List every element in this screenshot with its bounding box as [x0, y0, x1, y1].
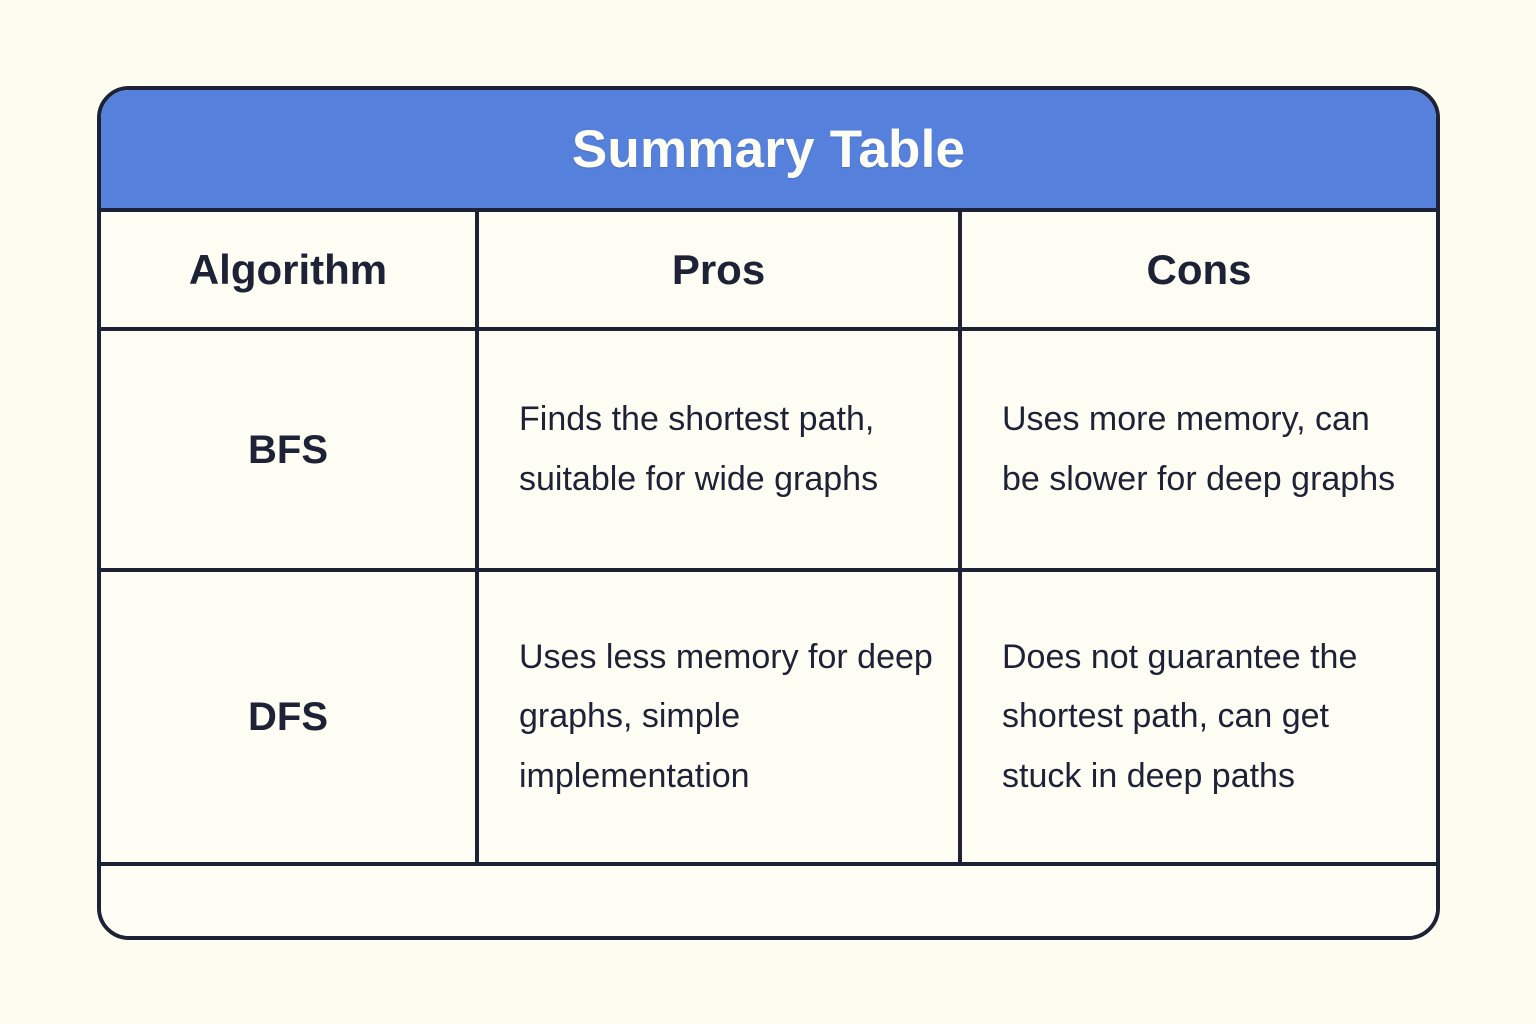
table-header-cell-cons: Cons: [958, 212, 1436, 327]
table-header-row: Algorithm Pros Cons: [101, 212, 1436, 331]
summary-table-card: Summary Table Algorithm Pros Cons BFS: [97, 86, 1440, 940]
table-row: DFS Uses less memory for deep graphs, si…: [101, 572, 1436, 866]
table-row: BFS Finds the shortest path, suitable fo…: [101, 331, 1436, 572]
cons-text-dfs: Does not guarantee the shortest path, ca…: [1002, 637, 1358, 795]
table-cell-algorithm: DFS: [101, 572, 475, 862]
table-title-band: Summary Table: [101, 90, 1436, 212]
algorithm-name-dfs: DFS: [248, 695, 328, 739]
cons-text-bfs: Uses more memory, can be slower for deep…: [1002, 400, 1396, 498]
table-cell-pros: Finds the shortest path, suitable for wi…: [475, 331, 958, 568]
table-cell-pros-empty: [475, 866, 958, 936]
column-header-cons-label: Cons: [1146, 245, 1252, 293]
column-header-algorithm-label: Algorithm: [188, 245, 388, 293]
table-cell-cons-empty: [958, 866, 1436, 936]
table-cell-algorithm-empty: [101, 866, 475, 936]
pros-text-dfs: Uses less memory for deep graphs, simple…: [519, 637, 933, 795]
table-cell-algorithm: BFS: [101, 331, 475, 568]
summary-table-grid: Algorithm Pros Cons BFS Finds the shorte…: [101, 212, 1436, 936]
table-cell-cons: Does not guarantee the shortest path, ca…: [958, 572, 1436, 862]
algorithm-name-bfs: BFS: [248, 427, 328, 472]
table-cell-pros: Uses less memory for deep graphs, simple…: [475, 572, 958, 862]
table-cell-cons: Uses more memory, can be slower for deep…: [958, 331, 1436, 568]
column-header-pros-label: Pros: [671, 245, 766, 293]
pros-text-bfs: Finds the shortest path, suitable for wi…: [519, 400, 879, 498]
table-header-cell-pros: Pros: [475, 212, 958, 327]
page-title: Summary Table: [571, 119, 966, 179]
table-row-empty: [101, 866, 1436, 936]
table-header-cell-algorithm: Algorithm: [101, 212, 475, 327]
